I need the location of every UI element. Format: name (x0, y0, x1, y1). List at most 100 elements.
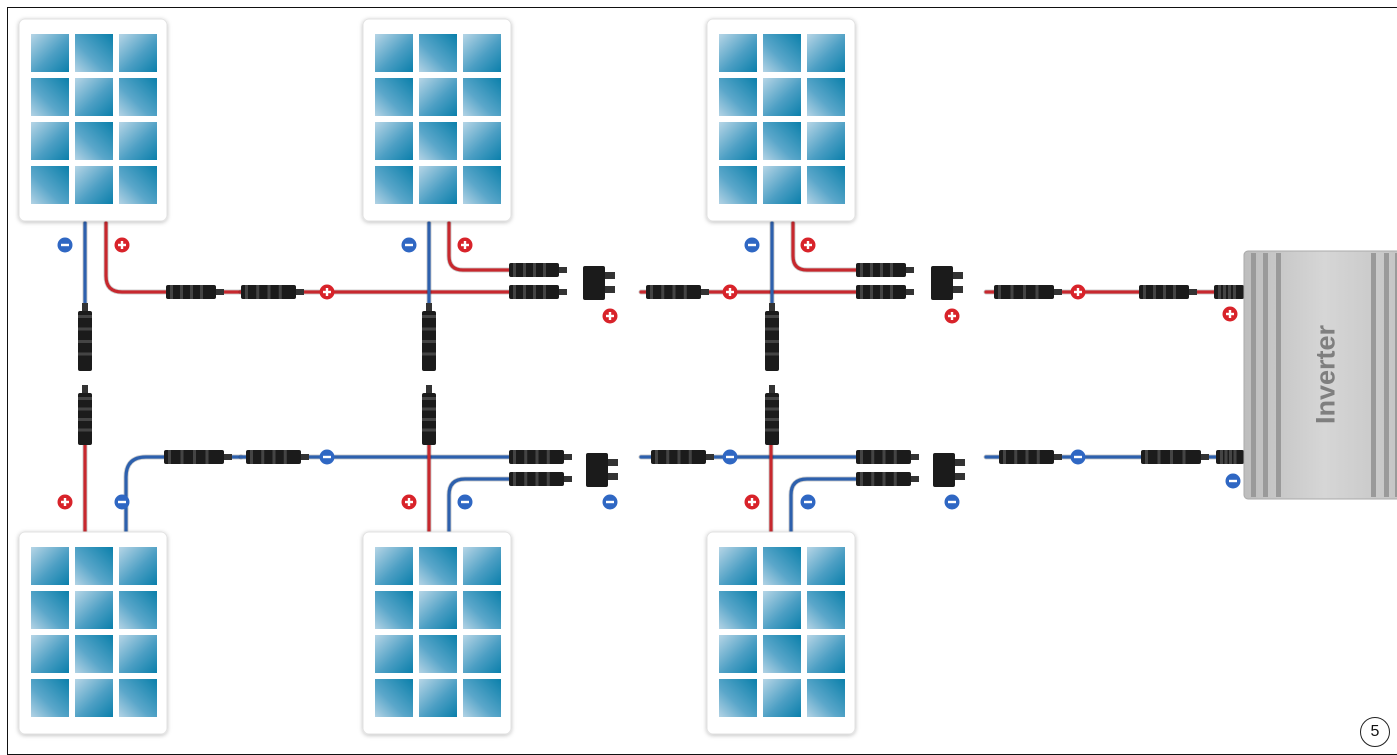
solar-cell (463, 591, 501, 629)
solar-cell (463, 547, 501, 585)
solar-cell (75, 78, 113, 116)
negative-terminal (401, 237, 417, 253)
diagram-frame: Inverter (7, 7, 1397, 755)
solar-panel (706, 531, 856, 735)
mc4-connector (509, 285, 567, 299)
solar-cell (719, 591, 757, 629)
solar-cell (375, 547, 413, 585)
solar-cell (463, 166, 501, 204)
solar-cell (419, 122, 457, 160)
solar-cell (763, 635, 801, 673)
solar-cell (119, 78, 157, 116)
solar-cell (807, 166, 845, 204)
solar-cell (719, 547, 757, 585)
mc4-connector (765, 385, 779, 445)
solar-cell (119, 591, 157, 629)
branch-connector-negative (586, 453, 618, 487)
solar-cell (375, 591, 413, 629)
solar-cell (75, 166, 113, 204)
solar-cell (75, 679, 113, 717)
solar-cell (375, 166, 413, 204)
solar-cell (31, 34, 69, 72)
mc4-connector (856, 472, 919, 486)
mc4-connector (509, 472, 572, 486)
mc4-connector (164, 450, 232, 464)
positive-terminal (722, 284, 738, 300)
inverter (1243, 250, 1397, 500)
solar-cell (31, 122, 69, 160)
solar-cell (463, 34, 501, 72)
solar-cell (119, 34, 157, 72)
wire-negative (447, 477, 563, 535)
negative-terminal (744, 237, 760, 253)
mc4-connector (856, 285, 914, 299)
positive-terminal (401, 494, 417, 510)
solar-cell (807, 78, 845, 116)
solar-cell (75, 122, 113, 160)
mc4-connector (765, 303, 779, 371)
solar-cell (763, 547, 801, 585)
solar-cell (31, 78, 69, 116)
solar-cell (119, 166, 157, 204)
mc4-connector (246, 450, 309, 464)
mc4-connector (241, 285, 304, 299)
negative-terminal (722, 449, 738, 465)
solar-cell (719, 34, 757, 72)
mc4-connector (856, 263, 914, 277)
solar-cell (375, 635, 413, 673)
solar-cell (719, 122, 757, 160)
solar-cell (119, 679, 157, 717)
mc4-connector (999, 450, 1062, 464)
solar-cell (719, 78, 757, 116)
solar-cell (31, 591, 69, 629)
negative-terminal (1225, 473, 1241, 489)
mc4-connector (166, 285, 224, 299)
branch-connector-positive (583, 266, 615, 300)
solar-cell (463, 122, 501, 160)
negative-terminal (319, 449, 335, 465)
solar-cell (463, 635, 501, 673)
solar-cell (807, 547, 845, 585)
negative-terminal (800, 494, 816, 510)
solar-cell (763, 679, 801, 717)
solar-panel (18, 531, 168, 735)
mc4-connector (422, 303, 436, 371)
mc4-connector (422, 385, 436, 445)
terminals-layer (57, 237, 1241, 510)
negative-terminal (57, 237, 73, 253)
solar-cell (31, 635, 69, 673)
negative-terminal (944, 494, 960, 510)
positive-terminal (944, 308, 960, 324)
negative-terminal (457, 494, 473, 510)
solar-cell (419, 34, 457, 72)
negative-terminal (114, 494, 130, 510)
positive-terminal (1222, 306, 1238, 322)
solar-cell (807, 635, 845, 673)
wire-positive (791, 221, 908, 272)
solar-cell (375, 679, 413, 717)
mc4-connector (78, 385, 92, 445)
solar-cell (419, 166, 457, 204)
solar-cell (419, 635, 457, 673)
solar-cell (719, 635, 757, 673)
mc4-connector (856, 450, 919, 464)
wire-negative (124, 455, 243, 535)
wire-positive (104, 221, 243, 294)
inverter-label: Inverter (1310, 324, 1341, 425)
panels-layer (18, 18, 856, 735)
wire-positive (447, 221, 563, 272)
solar-panel (18, 18, 168, 222)
solar-cell (75, 547, 113, 585)
solar-cell (463, 679, 501, 717)
solar-cell (763, 166, 801, 204)
positive-terminal (57, 494, 73, 510)
mc4-connector (78, 303, 92, 371)
solar-cell (375, 34, 413, 72)
page-number: 5 (1360, 717, 1390, 747)
mc4-connector (646, 285, 709, 299)
solar-cell (763, 78, 801, 116)
mc4-connector (994, 285, 1062, 299)
solar-cell (375, 78, 413, 116)
negative-terminal (602, 494, 618, 510)
